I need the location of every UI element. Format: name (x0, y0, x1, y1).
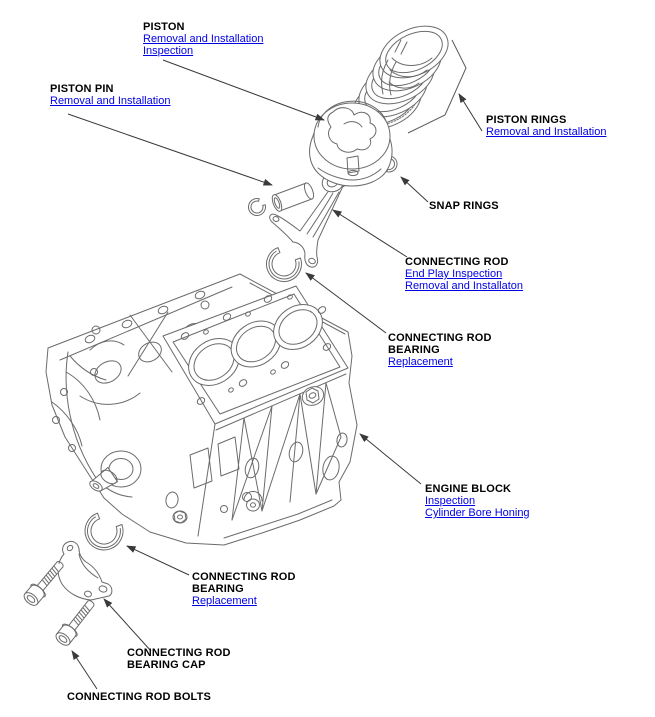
leader-bearing-cap (103, 598, 152, 652)
link-piston-rings-removal-installation[interactable]: Removal and Installation (486, 126, 607, 138)
connecting-rod-bolt-2-drawing (55, 600, 95, 646)
part-title-connecting-rod: CONNECTING ROD (405, 256, 509, 268)
snap-ring-left-drawing (248, 198, 266, 216)
piston-rings-bracket (407, 39, 467, 134)
part-title-snap-rings: SNAP RINGS (429, 200, 499, 212)
label-snap-rings: SNAP RINGS (429, 200, 499, 212)
leader-connecting-rod (332, 209, 408, 258)
engine-block-drawing (45, 273, 358, 546)
link-bearing-upper-replacement[interactable]: Replacement (388, 356, 453, 368)
label-piston-rings: PISTON RINGS Removal and Installation (486, 114, 606, 138)
leader-piston (162, 59, 325, 121)
link-bearing-lower-replacement[interactable]: Replacement (192, 595, 257, 607)
label-connecting-rod-bearing-lower: CONNECTING ROD BEARING Replacement (192, 571, 296, 607)
leader-bearing-lower (126, 545, 190, 576)
label-engine-block: ENGINE BLOCK Inspection Cylinder Bore Ho… (425, 483, 530, 519)
link-engine-block-inspection[interactable]: Inspection (425, 495, 476, 507)
connecting-rod-bearing-lower-drawing (84, 512, 124, 551)
connecting-rod-bearing-upper-drawing (265, 247, 302, 283)
leader-lines (67, 59, 483, 690)
label-piston-pin: PISTON PIN Removal and Installation (50, 83, 170, 107)
part-title-piston: PISTON (143, 21, 185, 33)
piston-pin-drawing (271, 182, 315, 212)
label-connecting-rod-bearing-upper: CONNECTING ROD BEARING Replacement (388, 332, 492, 368)
part-title-connecting-rod-bearing-lower: CONNECTING ROD BEARING (192, 571, 296, 595)
leader-snap-rings (400, 176, 429, 203)
leader-bearing-upper (305, 272, 387, 334)
label-connecting-rod-bolts: CONNECTING ROD BOLTS (67, 691, 211, 703)
label-connecting-rod-bearing-cap: CONNECTING ROD BEARING CAP (127, 647, 231, 671)
connecting-rod-bolt-1-drawing (23, 561, 64, 606)
link-piston-removal-installation[interactable]: Removal and Installation (143, 33, 264, 45)
leader-piston-rings (458, 93, 483, 132)
part-title-piston-pin: PISTON PIN (50, 83, 114, 95)
part-title-connecting-rod-bearing-cap: CONNECTING ROD BEARING CAP (127, 647, 231, 671)
part-title-piston-rings: PISTON RINGS (486, 114, 567, 126)
leader-bolts (71, 650, 98, 690)
part-title-engine-block: ENGINE BLOCK (425, 483, 512, 495)
label-piston: PISTON Removal and Installation Inspecti… (143, 21, 263, 57)
part-title-connecting-rod-bolts: CONNECTING ROD BOLTS (67, 691, 211, 703)
link-engine-block-cylinder-bore-honing[interactable]: Cylinder Bore Honing (425, 507, 530, 519)
part-title-connecting-rod-bearing-upper: CONNECTING ROD BEARING (388, 332, 492, 356)
link-piston-inspection[interactable]: Inspection (143, 45, 194, 57)
label-connecting-rod: CONNECTING ROD End Play Inspection Remov… (405, 256, 523, 292)
piston-drawing (309, 100, 393, 187)
link-connecting-rod-end-play-inspection[interactable]: End Play Inspection (405, 268, 503, 280)
link-piston-pin-removal-installation[interactable]: Removal and Installation (50, 95, 171, 107)
connecting-rod-bearing-cap-drawing (57, 540, 113, 601)
link-connecting-rod-removal-installation[interactable]: Removal and Installaton (405, 280, 524, 292)
leader-piston-pin (67, 113, 273, 186)
leader-engine-block (359, 433, 422, 485)
